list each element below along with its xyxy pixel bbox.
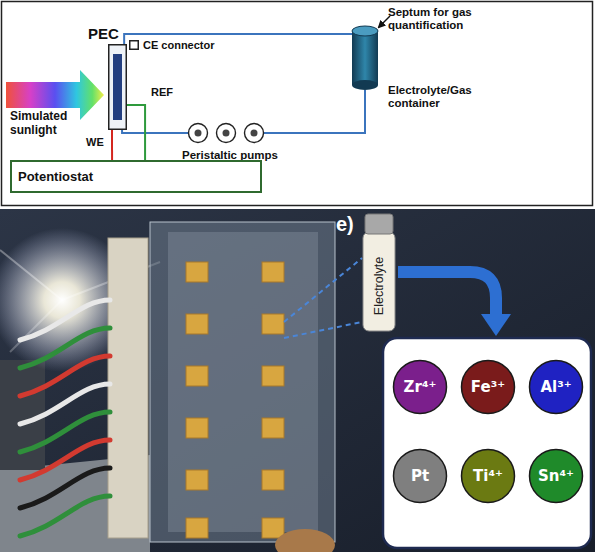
ion-panel — [383, 338, 591, 548]
photoelectrode — [186, 418, 208, 438]
photoelectrode — [262, 418, 284, 438]
light-source-label: Simulated sunlight — [10, 110, 88, 138]
node-text: Pt — [392, 448, 448, 504]
photoelectrode — [186, 366, 208, 386]
cylinder-top — [352, 26, 378, 36]
ion-circle: Fe³⁺ — [460, 359, 516, 415]
electrode-holder — [108, 238, 148, 538]
node-shape — [188, 123, 264, 143]
node-text: PEC — [88, 25, 119, 42]
photoelectrode — [186, 262, 208, 282]
node-text: Zr⁴⁺ — [392, 359, 448, 415]
pump-symbol — [245, 124, 264, 143]
node-text: Ti⁴⁺ — [460, 448, 516, 504]
ion-circle: Ti⁴⁺ — [460, 448, 516, 504]
glass-plate — [150, 222, 335, 542]
pump-rotor — [223, 130, 230, 137]
cable — [20, 384, 110, 424]
ion-circle: Pt — [392, 448, 448, 504]
photoelectrode — [186, 314, 208, 334]
pump-rotor — [251, 130, 258, 137]
tubing-line — [264, 90, 365, 133]
pump-symbol — [189, 124, 208, 143]
panel-frame — [2, 2, 593, 206]
pump-symbol — [217, 124, 236, 143]
photoelectrode — [186, 470, 208, 490]
photoelectrode — [262, 470, 284, 490]
container-cylinder: Electrolyte/Gas container — [352, 26, 378, 90]
electrode-wire — [111, 130, 113, 160]
ion-circle: Al³⁺ — [528, 359, 584, 415]
node-shape — [108, 44, 127, 130]
photoelectrode — [262, 314, 284, 334]
ce-connector: CE connector — [129, 40, 139, 50]
light-streak — [0, 250, 62, 300]
photoelectrode — [262, 518, 284, 538]
zoom-line — [284, 322, 362, 338]
panel-letter: e) — [336, 213, 354, 236]
tubing-line — [122, 130, 188, 133]
flow-arrow — [398, 272, 496, 316]
cell-wall — [109, 45, 127, 130]
node-text: Electrolyte — [372, 257, 386, 315]
node-text: Potentiostat — [18, 160, 93, 193]
vial-cap — [365, 214, 393, 234]
node-text: Electrolyte/Gas container — [388, 84, 498, 110]
flow-arrow-head — [481, 314, 511, 336]
glass-window — [168, 232, 318, 532]
cable — [20, 412, 110, 452]
photoelectrode — [262, 262, 284, 282]
zoom-line — [284, 258, 362, 322]
electrode-wire — [127, 105, 145, 160]
electrolyte-vial: Electrolyte — [362, 214, 396, 332]
cable — [20, 328, 110, 368]
pec-cell: PEC — [108, 44, 127, 130]
potentiostat-box: Potentiostat — [10, 160, 262, 193]
electrode-label: WE — [86, 136, 104, 149]
photoelectrode — [186, 518, 208, 538]
tube-fitting — [275, 529, 335, 552]
pump-rotor — [195, 130, 202, 137]
ion-circle: Sn⁴⁺ — [528, 448, 584, 504]
node-shape — [352, 26, 378, 90]
electrode-label: REF — [151, 86, 173, 99]
instrument-outline — [11, 161, 261, 192]
cable — [20, 468, 110, 508]
node-text: Al³⁺ — [528, 359, 584, 415]
cylinder-body — [352, 31, 378, 85]
cable — [20, 496, 110, 536]
node-text: Peristaltic pumps — [182, 149, 278, 161]
cable — [20, 300, 110, 340]
cylinder-base — [352, 80, 378, 90]
photoelectrode — [262, 366, 284, 386]
node-text: CE connector — [143, 39, 215, 51]
cable — [20, 356, 110, 396]
vial-body — [363, 232, 395, 331]
node-shape — [129, 40, 139, 50]
node-text: Sn⁴⁺ — [528, 448, 584, 504]
connector-square — [130, 41, 139, 50]
ion-circle: Zr⁴⁺ — [392, 359, 448, 415]
pump-group: Peristaltic pumps — [188, 123, 264, 143]
working-electrode — [113, 54, 122, 120]
septum-label: Septum for gas quantification — [388, 6, 498, 32]
cable — [20, 440, 110, 480]
node-text: Fe³⁺ — [460, 359, 516, 415]
